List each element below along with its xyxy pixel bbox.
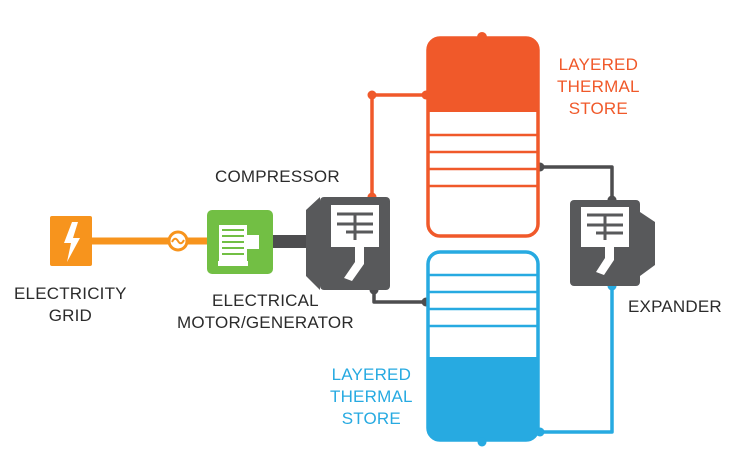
expander-turbomachine-icon — [570, 200, 655, 286]
electricity-grid-label-line-2: GRID — [48, 306, 93, 325]
electric-motor-icon — [207, 210, 273, 274]
electricity-grid-label-line-1: ELECTRICITY — [14, 284, 127, 303]
electricity-grid-label: ELECTRICITY GRID — [14, 283, 127, 327]
hot-store-label-line-3: STORE — [568, 99, 628, 118]
grid-lightning-bolt-icon — [50, 216, 92, 266]
cold-store-label-line-2: THERMAL — [330, 387, 413, 406]
dark-pipe-hot-to-expander — [538, 165, 614, 202]
compressor-label: COMPRESSOR — [215, 166, 340, 188]
motor-generator-label-line-1: ELECTRICAL — [211, 291, 319, 310]
motor-generator-label: ELECTRICAL MOTOR/GENERATOR — [177, 290, 354, 334]
cold-pipe-expander — [538, 284, 614, 434]
alternating-current-icon — [167, 230, 189, 252]
compressor-turbomachine-icon — [306, 197, 390, 290]
cold-store-label-line-1: LAYERED — [331, 365, 412, 384]
cold-thermal-store — [426, 250, 540, 447]
cold-store-label: LAYERED THERMAL STORE — [330, 364, 413, 430]
drive-shaft — [273, 235, 313, 248]
hot-pipe-compressor — [370, 93, 428, 199]
joint-dot — [367, 90, 377, 100]
hot-thermal-store — [426, 32, 540, 238]
hot-store-label-line-2: THERMAL — [557, 77, 640, 96]
expander-label: EXPANDER — [628, 296, 722, 318]
cold-store-label-line-3: STORE — [341, 409, 401, 428]
hot-store-label: LAYERED THERMAL STORE — [557, 54, 640, 120]
expander-label-text: EXPANDER — [628, 297, 722, 316]
hot-store-label-line-1: LAYERED — [558, 55, 639, 74]
motor-generator-label-line-2: MOTOR/GENERATOR — [177, 313, 354, 332]
compressor-label-text: COMPRESSOR — [215, 167, 340, 186]
